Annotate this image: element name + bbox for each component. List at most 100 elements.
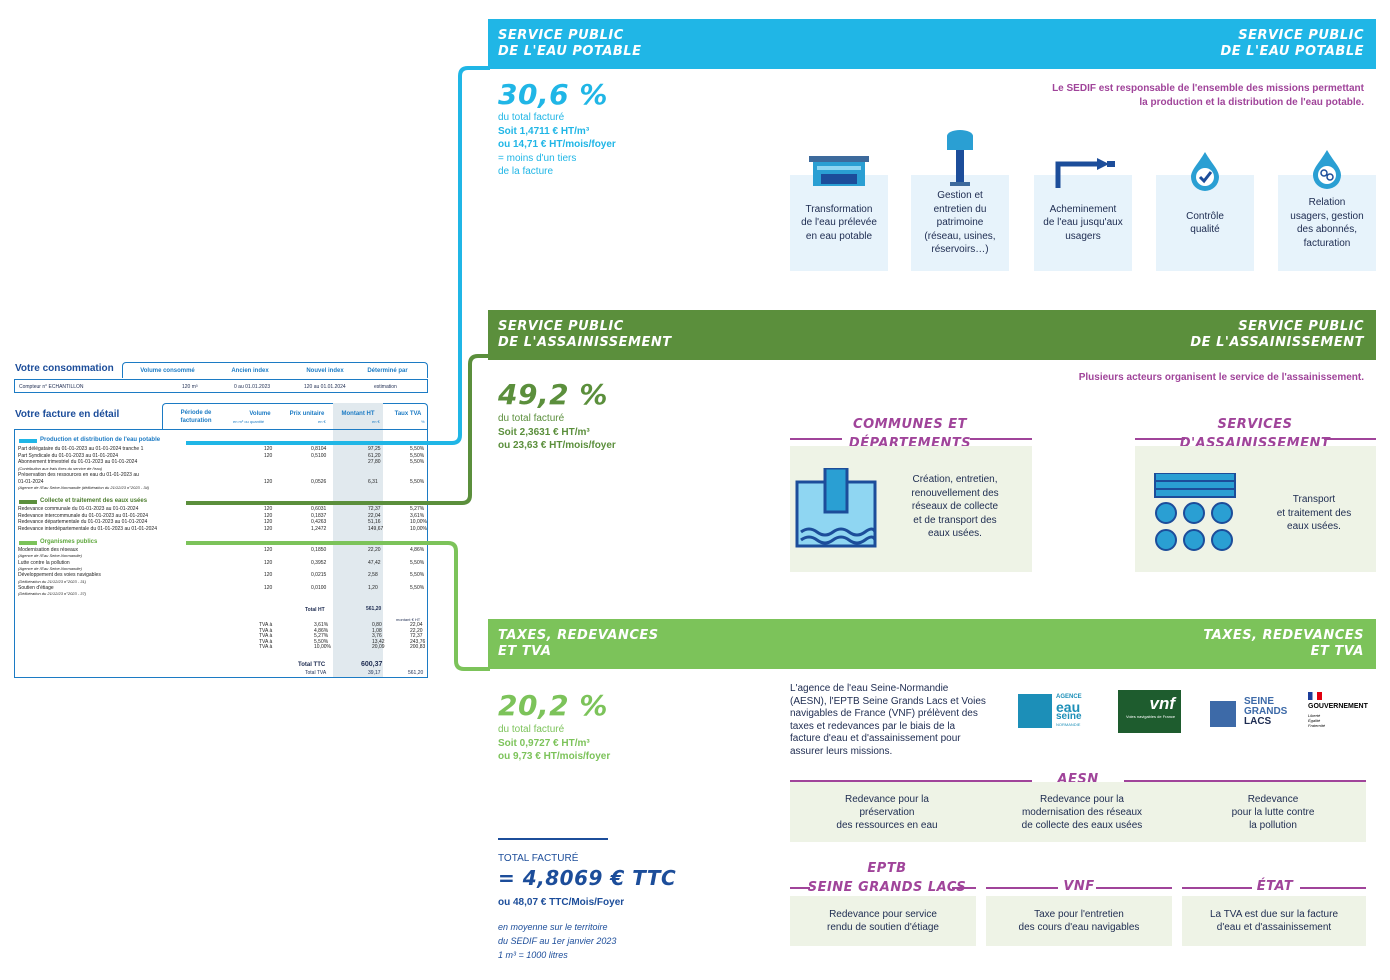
vat-row-label: TVA à [259,638,273,645]
meter-determined: estimation [374,384,397,390]
amount-column-shade [333,403,383,677]
total-ttc-value: 600,37 [361,661,383,668]
row-unit-price: 1,2472 [311,525,327,532]
water-line-4: = moins d'un tiers [498,152,577,164]
table-row: Part délégataire du 01-01-2023 au 01-01-… [18,446,428,453]
detail-header-volume-sub: en m³ ou quantité [233,419,265,424]
user-relation-icon [1313,150,1341,189]
vnf-logo-text: vnf [1149,694,1176,713]
row-unit-price: 0,8104 [311,446,327,452]
meter-new-index: 120 au 01.01.2024 [304,384,346,390]
actor2-text: Transport et traitement des eaux usées. [1276,494,1352,532]
consumption-header-box [122,362,428,378]
row-vat: 5,27% [410,506,425,512]
detail-header-amount: Montant HT [341,411,375,417]
consumption-title: Votre consommation [15,363,114,374]
vat-row-label: TVA à [259,627,273,634]
sgl-logo-2: GRANDS [1244,706,1288,717]
table-row: (Délibération du 21/12/23 n°2023 - 31) [18,579,428,586]
table-row: Préservation des ressources en eau du 01… [18,472,428,479]
row-volume: 120 [264,452,273,459]
detail-header-period: Période de facturation [180,410,212,424]
row-label: Redevance interdépartementale du 01-01-2… [18,525,157,532]
table-row: Abonnement trimestriel du 01-01-2023 au … [18,459,428,466]
etat-line-left [1182,887,1252,889]
row-vat: 5,50% [410,572,425,579]
table-row: Redevance intercommunale du 01-01-2023 a… [18,513,428,520]
sanitation-line-1: du total facturé [498,413,565,424]
taxes-banner: TAXES, REDEVANCES ET TVA TAXES, REDEVANC… [488,619,1376,669]
sanitation-percentage: 49,2 % [498,378,608,411]
section1-title: Production et distribution de l'eau pota… [40,437,161,443]
vat-row-base: 72,37 [410,633,423,639]
water-details: du total facturé Soit 1,4711 € HT/m³ ou … [498,111,616,179]
aesn-card-3: Redevance pour la lutte contre la pollut… [1180,782,1366,842]
aesn-card-2: Redevance pour la modernisation des rése… [984,782,1180,842]
sanitation-line-3: ou 23,63 € HT/mois/foyer [498,440,616,451]
row-label: 01-01-2024 [18,478,44,485]
vnf-title: VNF [1063,879,1095,894]
row-amount: 22,20 [368,547,381,553]
vnf-card-text: Taxe pour l'entretien des cours d'eau na… [1018,909,1140,933]
row-vat: 10,00% [410,519,427,525]
vat-row-rate: 5,50% [314,638,329,645]
row-volume: 120 [264,547,273,553]
row-label: Abonnement trimestriel du 01-01-2023 au … [18,459,138,465]
water-percentage: 30,6 % [498,78,608,111]
row-label: Développement des voies navigables [18,572,101,579]
row-unit-price: 0,0526 [311,478,327,485]
actor1-line-left [790,438,842,440]
row-vat: 4,86% [410,547,425,553]
water-card-users: Relation usagers, gestion des abonnés, f… [1278,175,1376,271]
vnf-line-left [986,887,1058,889]
section2-title: Collecte et traitement des eaux usées [40,498,148,504]
row-amount: 2,58 [368,572,378,579]
sanitation-details: du total facturé Soit 2,3631 € HT/m³ ou … [498,412,616,453]
section3-marker [19,541,37,545]
aesn-logo: AGENCE eau seine NORMANDIE [1018,694,1094,728]
detail-header-unit-price: Prix unitaire [289,411,325,417]
vat-row-base: 243,76 [410,638,426,645]
gouv-logo-motto: Liberté Égalité Fraternité [1308,713,1326,728]
actor2-line-right [1324,438,1376,440]
total-ttc-label: Total TTC [298,662,326,668]
connector-taxes [186,541,490,671]
row-unit-price: 0,5100 [311,452,327,459]
vat-header: montant € HT [396,617,421,622]
row-label: Redevance intercommunale du 01-01-2023 a… [18,512,149,519]
row-volume: 120 [264,519,273,525]
vat-row-base: 22,04 [410,622,423,628]
total-tva-label: Total TVA [305,670,327,676]
sanitation-caption: Plusieurs acteurs organisent le service … [1078,372,1364,383]
row-volume: 120 [264,446,273,452]
row-amount: 51,16 [368,519,381,525]
aesn-logo-top: AGENCE [1056,694,1082,700]
eptb-card: Redevance pour service rendu de soutien … [790,896,976,946]
vat-row-tva: 0,80 [372,622,382,628]
total-tva-base: 561,20 [408,670,424,676]
detail-header-box [162,403,428,429]
pipe-arrow-icon [1055,158,1115,188]
aesn-card-1: Redevance pour la préservation des resso… [790,782,984,842]
water-card-delivery-text: Acheminement de l'eau jusqu'aux usagers [1043,203,1123,242]
water-banner-left: SERVICE PUBLIC DE L'EAU POTABLE [498,28,642,59]
connector-sanitation [186,354,490,505]
water-card-users-text: Relation usagers, gestion des abonnés, f… [1290,197,1364,249]
sgl-logo-1: SEINE [1244,696,1275,707]
vat-row-rate: 3,61% [314,622,329,628]
row-amount: 72,37 [368,506,381,512]
meter-old-index: 0 au 01.01.2023 [234,384,271,390]
total-tva-value: 39,17 [368,670,381,676]
etat-card-text: La TVA est due sur la facture d'eau et d… [1209,909,1339,933]
consumption-header-determined: Déterminé par [367,368,408,374]
row-label: (Agence de l'Eau Seine-Normandie) [18,565,82,571]
taxes-line-3: ou 9,73 € HT/mois/foyer [498,751,611,762]
vat-row-label: TVA à [259,633,273,639]
meter-volume: 120 m³ [182,384,198,390]
etat-line-right [1300,887,1366,889]
